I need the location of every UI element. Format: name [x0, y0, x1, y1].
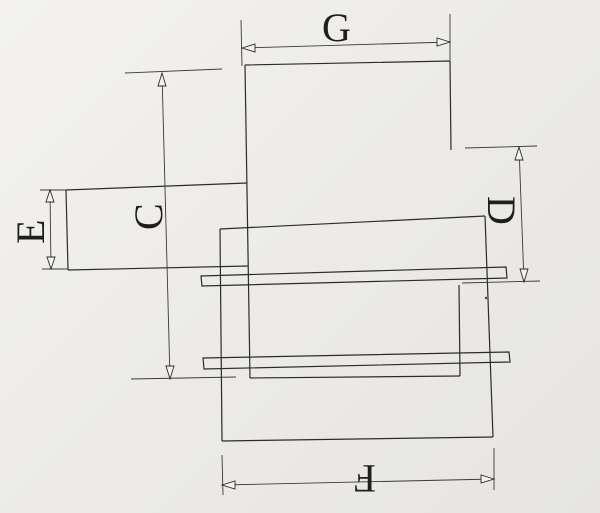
- dimension-d-line: [518, 146, 525, 283]
- upper-body-right-lower-edge: [458, 284, 461, 377]
- outer-frame-bottom-edge: [221, 436, 494, 442]
- dimension-f-arrow-right: [480, 474, 496, 484]
- dimension-g-arrow-right: [436, 37, 452, 47]
- dimension-c-extension-bottom: [130, 376, 237, 380]
- outer-frame-top-edge: [219, 215, 486, 230]
- upper-body-top-edge: [244, 60, 452, 151]
- dimension-d-extension-bottom: [461, 280, 541, 284]
- lower-bar-shape: [202, 351, 511, 370]
- label-c: C: [126, 203, 171, 230]
- lower-bar: [202, 351, 511, 370]
- label-g: G: [322, 5, 351, 50]
- upper-body-outline: [244, 60, 461, 379]
- left-block-outline: [65, 182, 249, 271]
- label-e: E: [8, 220, 53, 244]
- dimension-c: [124, 68, 237, 381]
- upper-body-left-edge: [244, 64, 251, 379]
- dimension-d-extension-top: [464, 145, 538, 149]
- dimension-e-line: [49, 189, 52, 270]
- dimension-d-arrow-top: [514, 145, 524, 161]
- small-mark: [484, 296, 488, 300]
- left-block-left-edge: [65, 189, 69, 271]
- dimension-f-line: [221, 478, 495, 486]
- left-block-top-edge: [65, 182, 248, 191]
- dimension-f-arrow-left: [220, 480, 236, 490]
- dimension-f: [220, 448, 496, 496]
- dimension-e: [40, 188, 68, 271]
- dimension-g-extension-left: [240, 19, 243, 67]
- dimension-e-arrow-bottom: [46, 256, 56, 271]
- dimension-d: [461, 145, 541, 284]
- upper-body-bottom-edge: [249, 375, 461, 379]
- label-f: F: [354, 456, 376, 501]
- dimension-f-extension-left: [221, 454, 224, 496]
- dimension-c-line: [161, 72, 171, 380]
- dimension-d-arrow-bottom: [519, 268, 529, 284]
- label-d: D: [479, 196, 524, 225]
- dimension-c-arrow-bottom: [165, 365, 175, 381]
- outer-frame-left-edge: [219, 228, 223, 442]
- dimension-g-line: [241, 41, 451, 49]
- upper-bar: [200, 266, 508, 287]
- dimension-g: [240, 14, 452, 67]
- outer-frame-right-edge: [484, 215, 494, 438]
- dimension-c-arrow-top: [157, 71, 167, 87]
- dimension-e-arrow-top: [45, 188, 55, 203]
- dimension-c-extension-top: [124, 68, 223, 74]
- dimension-g-arrow-left: [240, 43, 256, 53]
- left-block-bottom-edge: [67, 265, 249, 271]
- outer-frame-outline: [219, 215, 494, 442]
- upper-bar-shape: [200, 266, 508, 287]
